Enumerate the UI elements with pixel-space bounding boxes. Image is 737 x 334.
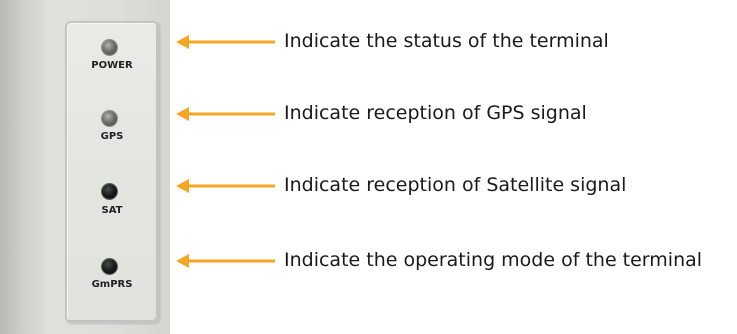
led-indicator-panel: POWER GPS SAT GmPRS bbox=[65, 21, 159, 323]
gps-led bbox=[102, 111, 117, 126]
arrowhead bbox=[176, 179, 189, 193]
caption-power: Indicate the status of the terminal bbox=[284, 30, 609, 52]
sat-led bbox=[102, 184, 117, 199]
arrow-gps bbox=[176, 107, 275, 121]
arrow-shaft bbox=[188, 40, 275, 44]
arrowhead bbox=[176, 107, 189, 121]
caption-gmprs: Indicate the operating mode of the termi… bbox=[284, 249, 703, 271]
arrowhead bbox=[176, 254, 189, 268]
gmprs-led bbox=[102, 259, 117, 274]
device-photo: POWER GPS SAT GmPRS bbox=[0, 0, 170, 334]
caption-gps: Indicate reception of GPS signal bbox=[284, 102, 587, 124]
gmprs-led-label: GmPRS bbox=[91, 279, 133, 290]
power-led-label: POWER bbox=[91, 60, 133, 71]
arrow-gmprs bbox=[176, 254, 275, 268]
arrow-sat bbox=[176, 179, 275, 193]
caption-sat: Indicate reception of Satellite signal bbox=[284, 174, 627, 196]
arrow-power bbox=[176, 35, 275, 49]
device-housing-edge bbox=[0, 0, 44, 334]
gps-led-label: GPS bbox=[100, 131, 124, 142]
arrowhead bbox=[176, 35, 189, 49]
power-led bbox=[102, 40, 117, 55]
arrow-shaft bbox=[188, 184, 275, 188]
arrow-shaft bbox=[188, 259, 275, 263]
arrow-shaft bbox=[188, 112, 275, 116]
sat-led-label: SAT bbox=[101, 205, 123, 216]
